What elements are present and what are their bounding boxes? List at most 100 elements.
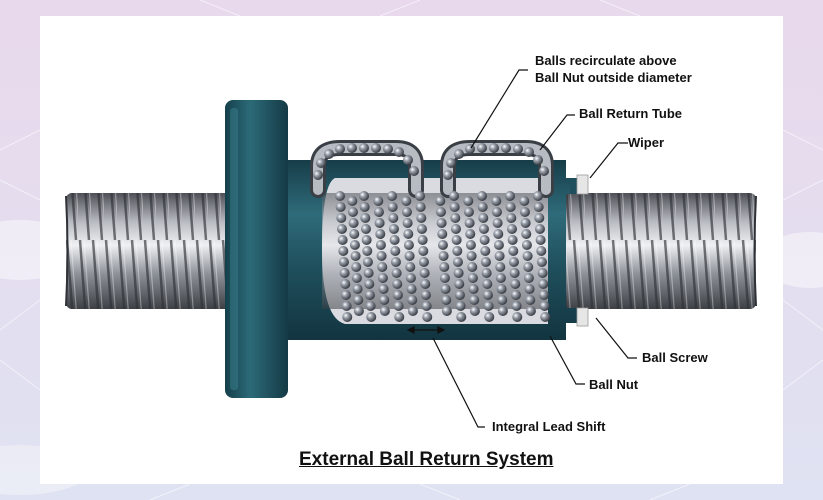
ball: [406, 284, 417, 294]
label-wiper: Wiper: [628, 135, 664, 150]
ball: [454, 279, 465, 289]
ball: [509, 268, 520, 278]
ball: [379, 306, 390, 316]
leader-lines: [432, 69, 637, 428]
ball: [316, 158, 326, 168]
ball: [534, 224, 545, 234]
ball: [366, 312, 377, 322]
ball: [383, 144, 393, 154]
ball: [353, 306, 364, 316]
lead-shift-marker: [406, 326, 446, 334]
ball: [341, 301, 352, 311]
ball: [337, 235, 348, 245]
ball: [492, 218, 503, 228]
ball: [347, 143, 357, 153]
recirculating-balls: [313, 143, 551, 322]
ball: [508, 257, 519, 267]
ball: [402, 218, 413, 228]
ball: [390, 257, 401, 267]
ball: [450, 213, 461, 223]
ball: [495, 273, 506, 283]
ball: [538, 290, 549, 300]
ball: [338, 246, 349, 256]
ball: [417, 235, 428, 245]
ball: [387, 202, 398, 212]
ball: [415, 191, 425, 201]
ball: [441, 295, 452, 305]
ball: [489, 143, 499, 153]
ball: [438, 251, 449, 261]
ball: [364, 279, 375, 289]
ball: [336, 224, 347, 234]
ball: [505, 202, 516, 212]
ball: [446, 158, 456, 168]
ball: [520, 218, 531, 228]
ball: [494, 251, 505, 261]
ball: [491, 196, 502, 206]
ball: [482, 279, 493, 289]
ball: [437, 240, 448, 250]
ball: [420, 279, 431, 289]
ball: [524, 284, 535, 294]
ball: [324, 149, 334, 159]
ball: [335, 144, 345, 154]
ball: [353, 295, 364, 305]
ball: [407, 295, 418, 305]
ball: [452, 257, 463, 267]
ball: [465, 240, 476, 250]
ball: [377, 262, 388, 272]
ball: [508, 246, 519, 256]
ball: [477, 191, 487, 201]
ball: [392, 290, 403, 300]
ball: [391, 268, 402, 278]
ball: [468, 284, 479, 294]
ball: [420, 290, 431, 300]
ball: [465, 229, 476, 239]
ball: [522, 251, 533, 261]
ball: [525, 306, 536, 316]
ball: [336, 213, 347, 223]
ball: [389, 235, 400, 245]
ball: [362, 246, 373, 256]
ball: [463, 207, 474, 217]
ball: [409, 166, 419, 176]
ball: [407, 306, 418, 316]
ball: [403, 155, 413, 165]
ball: [393, 301, 404, 311]
ball: [483, 301, 494, 311]
ball: [379, 295, 390, 305]
ball: [469, 306, 480, 316]
ball: [392, 279, 403, 289]
ball: [539, 166, 549, 176]
ball: [394, 312, 405, 322]
ball: [359, 191, 369, 201]
ball: [539, 301, 550, 311]
ball: [478, 213, 489, 223]
ball: [506, 224, 517, 234]
ball: [479, 235, 490, 245]
label-integral-lead-shift: Integral Lead Shift: [492, 419, 606, 434]
ball: [418, 246, 429, 256]
ball: [374, 218, 385, 228]
ball: [387, 191, 397, 201]
ball: [481, 268, 492, 278]
ball: [525, 295, 536, 305]
label-ball-screw: Ball Screw: [642, 350, 708, 365]
ball: [465, 144, 475, 154]
ball: [377, 273, 388, 283]
ball: [533, 155, 543, 165]
ball: [477, 202, 488, 212]
ball: [537, 268, 548, 278]
ball: [454, 290, 465, 300]
ball: [449, 202, 460, 212]
ball: [339, 268, 350, 278]
ball: [388, 213, 399, 223]
ball: [469, 295, 480, 305]
ball: [519, 207, 530, 217]
ball: [405, 273, 416, 283]
ball: [388, 224, 399, 234]
ball: [513, 144, 523, 154]
wiper: [570, 174, 589, 327]
ball: [394, 147, 404, 157]
